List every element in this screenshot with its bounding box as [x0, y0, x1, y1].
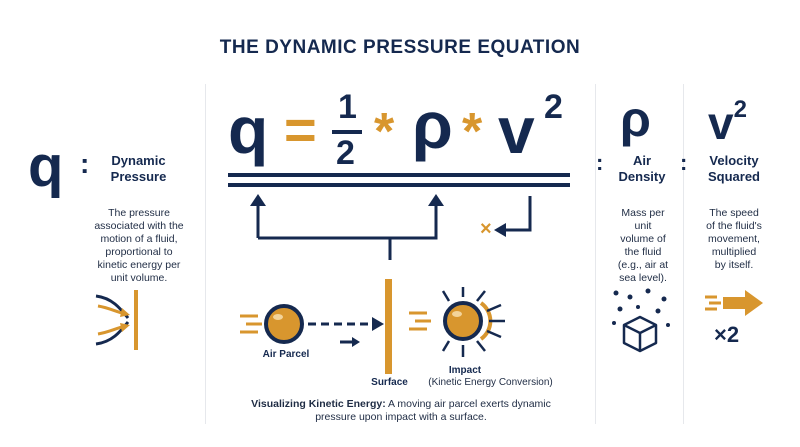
desc-line: unit [634, 220, 652, 232]
impact-sublabel: (Kinetic Energy Conversion) [428, 377, 553, 388]
desc-line: (e.g., air at [617, 259, 669, 271]
desc-line: by itself. [714, 259, 754, 271]
eq-multiply-2: * [462, 103, 483, 161]
desc-line: kinetic energy per [97, 259, 181, 271]
eq-fraction-denominator: 2 [336, 134, 355, 172]
flow-pressure-icon [95, 290, 138, 350]
velocity-squared-label: Velocity Squared [694, 153, 774, 185]
eq-equals: = [284, 98, 317, 161]
rho-colon: : [596, 150, 604, 175]
times-two-label: ×2 [714, 322, 740, 347]
air-density-description: Mass per unit volume of the fluid (e.g.,… [603, 207, 683, 285]
desc-line: associated with the [94, 220, 184, 232]
desc-line: The speed [709, 207, 759, 219]
desc-line: Mass per [621, 207, 665, 219]
caption-line2: pressure upon impact with a surface. [315, 411, 487, 423]
label-line: Air [632, 153, 652, 168]
q-symbol: q [28, 134, 64, 199]
divider [205, 84, 206, 424]
page-title: THE DYNAMIC PRESSURE EQUATION [219, 37, 581, 58]
desc-line: sea level). [619, 272, 667, 284]
desc-line: unit volume. [110, 272, 168, 284]
label-line: Squared [707, 169, 760, 184]
v-letter: v [708, 97, 734, 149]
equation: q = 1 2 * ρ * v 2 [228, 88, 573, 192]
desc-line: multiplied [711, 246, 757, 258]
eq-fraction-numerator: 1 [338, 88, 357, 126]
air-parcel-graphic [240, 304, 384, 347]
desc-line: The pressure [108, 207, 170, 219]
impact-graphic [409, 287, 505, 357]
desc-line: movement, [708, 233, 760, 245]
v-colon: : [680, 150, 688, 175]
connector-arrows: × [250, 194, 532, 260]
equation-underline [228, 173, 570, 177]
v-exponent: 2 [733, 96, 747, 123]
eq-q: q [228, 93, 269, 167]
label-line: Density [618, 169, 666, 184]
caption-line1: A moving air parcel exerts dynamic [385, 398, 551, 410]
velocity-description: The speed of the fluid's movement, multi… [692, 207, 776, 272]
desc-line: proportional to [105, 246, 173, 258]
equation-underline [228, 183, 570, 187]
eq-multiply-1: * [374, 103, 395, 161]
speed-arrow-icon [705, 290, 763, 316]
dynamic-pressure-description: The pressure associated with the motion … [75, 207, 203, 285]
surface-label: Surface [371, 377, 408, 388]
v-symbol: v2 [708, 97, 747, 149]
diagram-multiply: × [480, 218, 492, 240]
eq-rho: ρ [412, 88, 453, 162]
density-particles-icon [612, 288, 670, 353]
air-density-label: Air Density [607, 153, 677, 185]
eq-exponent: 2 [544, 88, 563, 126]
air-parcel-label: Air Parcel [262, 349, 310, 360]
fraction-bar [332, 130, 362, 134]
divider [683, 84, 684, 424]
dynamic-pressure-label: Dynamic Pressure [96, 153, 181, 185]
divider [595, 84, 596, 424]
desc-line: the fluid [624, 246, 662, 258]
desc-line: motion of a fluid, [100, 233, 178, 245]
label-line: Pressure [110, 169, 167, 184]
rho-symbol: ρ [620, 91, 651, 147]
q-colon: : [80, 148, 90, 179]
desc-line: volume of [620, 233, 666, 245]
surface-wall [385, 279, 392, 374]
caption-bold: Visualizing Kinetic Energy: [251, 398, 386, 410]
desc-line: of the fluid's [706, 220, 762, 232]
eq-v: v [498, 93, 535, 167]
label-line: Dynamic [111, 153, 166, 168]
visualizing-caption: Visualizing Kinetic Energy: A moving air… [236, 398, 566, 424]
impact-label: Impact [448, 365, 482, 376]
label-line: Velocity [709, 153, 759, 168]
